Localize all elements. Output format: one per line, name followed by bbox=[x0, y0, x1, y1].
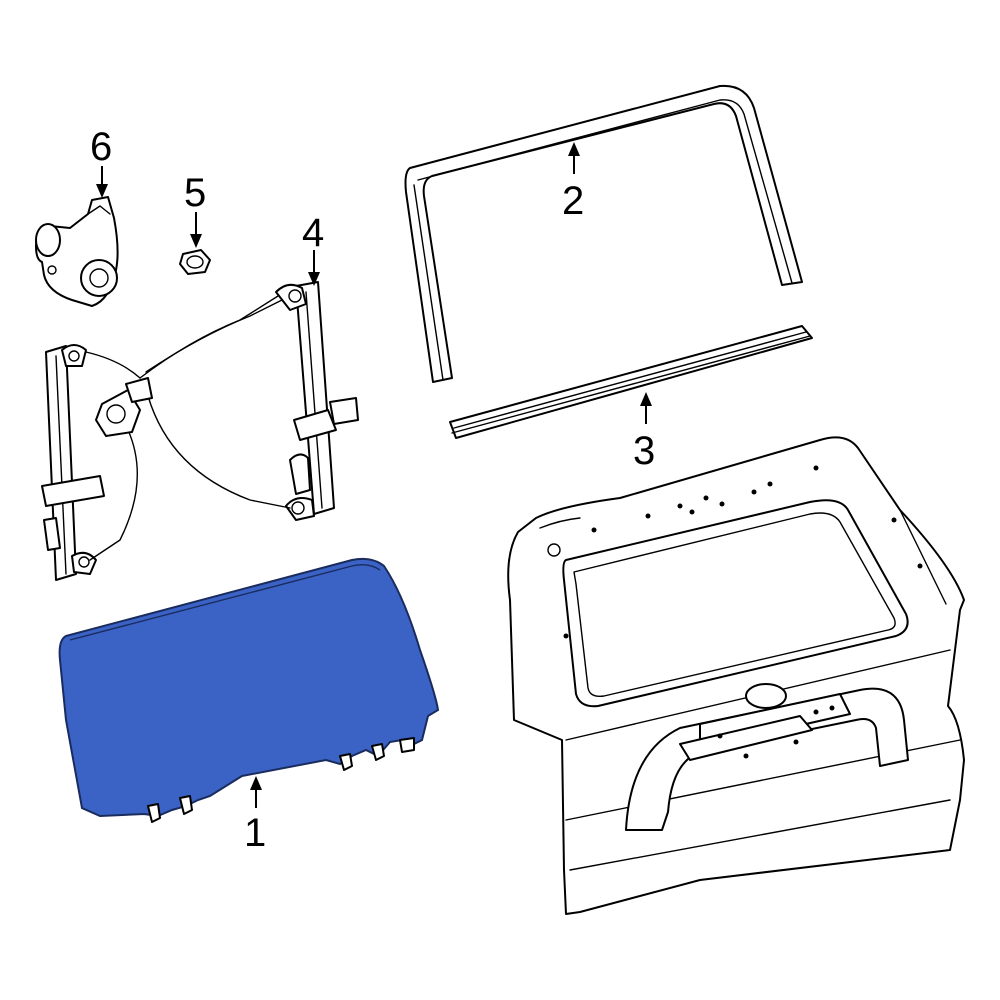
door-glass-panel[interactable] bbox=[58, 557, 440, 818]
nut[interactable] bbox=[179, 249, 211, 275]
callout-4-label: 4 bbox=[302, 211, 324, 255]
callout-6-label: 6 bbox=[90, 125, 112, 169]
back-door-panel bbox=[507, 436, 965, 915]
callout-4: 4 bbox=[302, 211, 324, 286]
callout-5: 5 bbox=[184, 171, 206, 248]
door-glass-top-edge bbox=[69, 563, 381, 641]
callout-1: 1 bbox=[244, 776, 266, 855]
callout-3: 3 bbox=[633, 392, 655, 473]
window-regulator[interactable] bbox=[41, 281, 359, 581]
callout-1-label: 1 bbox=[244, 811, 266, 855]
door-glass[interactable] bbox=[58, 557, 440, 823]
callout-5-label: 5 bbox=[184, 171, 206, 215]
callout-6: 6 bbox=[90, 125, 112, 198]
callout-2: 2 bbox=[562, 142, 584, 223]
belt-weatherstrip[interactable] bbox=[449, 325, 813, 439]
callout-2-label: 2 bbox=[562, 179, 584, 223]
callout-3-label: 3 bbox=[633, 429, 655, 473]
glass-run-channel[interactable] bbox=[404, 84, 803, 383]
regulator-motor[interactable] bbox=[35, 196, 119, 307]
